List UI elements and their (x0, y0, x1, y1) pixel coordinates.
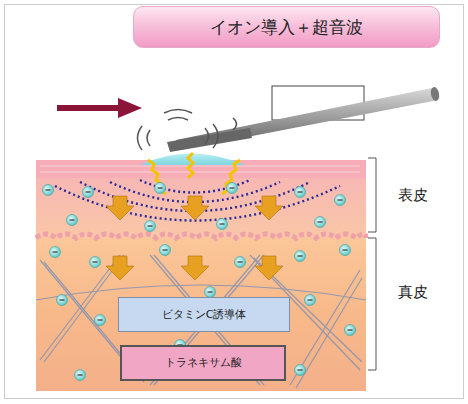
ion-circle (295, 187, 306, 198)
minus-sign (338, 199, 343, 200)
substance-box: ビタミンC誘導体 (118, 297, 290, 332)
minus-sign (308, 299, 313, 300)
minus-sign (70, 219, 75, 220)
minus-sign (86, 191, 91, 192)
ion-circle (95, 315, 106, 326)
ion-circle (83, 187, 94, 198)
ion-circle (315, 217, 326, 228)
ion-circle (90, 257, 101, 268)
minus-sign (163, 249, 168, 250)
layer-label: 真皮 (398, 283, 428, 302)
outer-frame (5, 5, 464, 399)
ion-circle (57, 295, 68, 306)
ion-circle (227, 183, 238, 194)
minus-sign (98, 319, 103, 320)
ion-circle (205, 287, 216, 298)
ion-circle (160, 245, 171, 256)
minus-sign (298, 369, 303, 370)
minus-sign (158, 187, 163, 188)
ion-circle (340, 245, 351, 256)
minus-sign (343, 249, 348, 250)
minus-sign (230, 187, 235, 188)
ion-circle (67, 215, 78, 226)
ion-circle (145, 221, 156, 232)
ion-circle (217, 219, 228, 230)
minus-sign (298, 255, 303, 256)
node-text: ビタミンC誘導体 (162, 308, 247, 321)
energy-zigzags (148, 153, 240, 194)
minus-sign (78, 374, 83, 375)
ion-circle (155, 183, 166, 194)
minus-sign (148, 225, 153, 226)
ion-circle (43, 185, 54, 196)
substance-box: トラネキサム酸 (120, 345, 286, 381)
wave-arcs (55, 180, 340, 221)
ion-circle (295, 251, 306, 262)
layer-brackets (368, 158, 376, 370)
node-text: トラネキサム酸 (165, 356, 242, 369)
ion-particles (43, 183, 356, 381)
minus-sign (93, 261, 98, 262)
sound-waves (138, 110, 237, 151)
down-arrows (106, 196, 283, 280)
minus-sign (238, 261, 243, 262)
minus-sign (46, 189, 51, 190)
ultrasound-probe (167, 86, 440, 152)
layer-label: 表皮 (398, 186, 428, 205)
minus-sign (60, 299, 65, 300)
minus-sign (208, 291, 213, 292)
minus-sign (348, 329, 353, 330)
title-banner: イオン導入＋超音波 (133, 6, 440, 48)
direction-arrow (57, 98, 142, 118)
skin-section (36, 154, 366, 392)
ion-circle (305, 295, 316, 306)
ion-circle (75, 370, 86, 381)
ion-circle (335, 195, 346, 206)
minus-sign (53, 251, 58, 252)
ion-circle (50, 247, 61, 258)
ion-circle (345, 325, 356, 336)
minus-sign (318, 221, 323, 222)
ion-circle (235, 257, 246, 268)
minus-sign (298, 191, 303, 192)
ion-circle (295, 365, 306, 376)
title-text: イオン導入＋超音波 (210, 16, 363, 39)
minus-sign (220, 223, 225, 224)
